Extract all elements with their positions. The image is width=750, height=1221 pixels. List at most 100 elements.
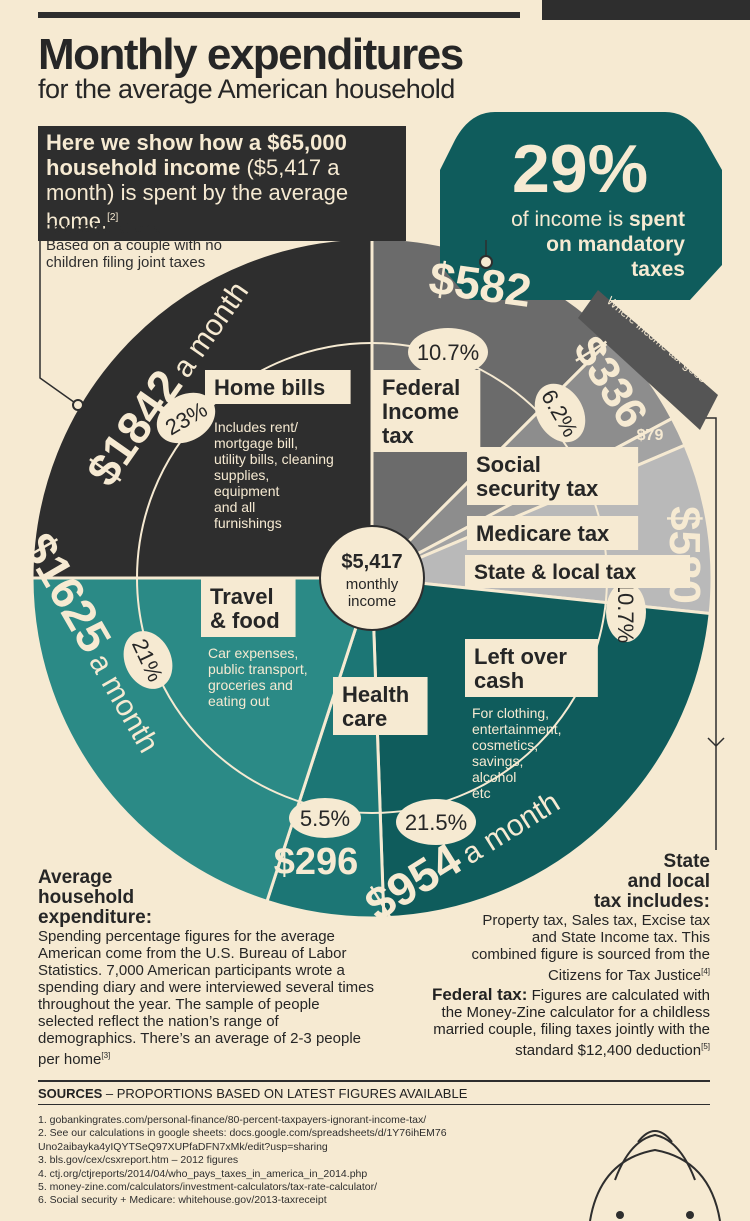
slice-percent-ellipse [289,798,361,838]
federal-tax-block: Federal tax: Figures are calculated with… [418,986,710,1059]
tax-calculations-note: Tax calculations: Based on a couple with… [46,220,226,271]
slice-percent-bubble: 10.7% [408,328,488,376]
slice-percent-bubble: 21% [123,631,173,689]
mandatory-line3: taxes [631,258,685,281]
avg-title-2: household [38,887,135,908]
left-over-label-desc: etc [472,785,491,801]
slice-percent-bubble: 21.5% [396,799,476,845]
sources-list: 1. gobankingrates.com/personal-finance/8… [38,1114,518,1208]
travel-food-label-desc: groceries and [208,677,293,693]
source-item[interactable]: 5. money-zine.com/calculators/investment… [38,1181,378,1194]
source-item[interactable]: Uno2aibayka4yIQYTSeQ97XUPfaDFN7xMk/edit?… [38,1140,328,1153]
intro-box: Here we show how a $65,000 household inc… [38,126,406,242]
home-bills-label-desc: furnishings [214,515,282,531]
tax-calc-body: Based on a couple with no children filin… [46,237,222,271]
shopping-bag-icon [589,1130,721,1221]
avg-title-1: Average [38,867,113,888]
left-over-label-desc: savings, [472,753,523,769]
travel-food-label-desc: public transport, [208,661,308,677]
source-item[interactable]: 1. gobankingrates.com/personal-finance/8… [38,1114,427,1126]
federal-tax-label-text: Income [382,399,459,424]
source-item[interactable]: 4. ctj.org/ctjreports/2014/04/who_pays_t… [38,1167,368,1180]
medicare-label-box [467,516,639,550]
sources-rule-2 [38,1104,710,1105]
fed-ref: [5] [701,1042,710,1051]
page-title: Monthly expenditures [38,30,464,79]
home-bills-label-desc: mortgage bill, [214,435,298,451]
home-bills-label-desc: supplies, [214,467,269,483]
slice-percent-ellipse [534,383,586,443]
state-title-2: and local [627,871,710,892]
home-bills-label-box [205,370,351,404]
center-circle [319,525,425,631]
social-security-label-box [467,447,639,505]
intro-bold: Here we show how a $65,000 household inc… [46,130,347,180]
center-value: $5,417 [341,551,402,573]
health-care-label-text: Health [342,682,409,707]
state-local-label-box [465,555,691,588]
state-title-3: tax includes: [593,891,710,912]
slice-percent-bubble: 23% [156,392,216,444]
left-over-label-desc: For clothing, [472,705,549,721]
center-label-monthly: monthly [346,576,399,593]
slice-percent-ellipse [123,631,173,689]
home-bills-label-desc: utility bills, cleaning [214,451,334,467]
top-rule [38,12,520,18]
social-security-label-text: Social [476,452,541,477]
state-local-label-text: State & local tax [474,561,637,584]
travel-food-label-desc: eating out [208,693,270,709]
left-over-label-box [465,639,598,697]
slice-percent-ellipse [396,799,476,845]
home-bills-label-desc: Includes rent/ [214,419,298,435]
slice-percent-label: 10.7% [613,581,638,643]
state-title-1: State [663,851,710,872]
left-over-label-desc: cosmetics, [472,737,538,753]
state-local-label: State & local tax [465,555,691,588]
avg-body: Spending percentage figures for the aver… [38,928,375,1068]
slice-percent-ellipse [156,392,216,444]
state-body: Property tax, Sales tax, Excise tax and … [471,912,710,984]
left-over-label-desc: entertainment, [472,721,562,737]
source-item[interactable]: 2. See our calculations in google sheets… [38,1127,447,1140]
federal-tax-label-box [373,370,481,452]
home-bills-label-desc: equipment [214,483,279,499]
intro-rest: ($5,417 a month) is spent by the average… [46,155,349,234]
connector-dot-left [72,399,84,411]
mandatory-percent: 29% [512,131,648,207]
tax-calc-title: Tax calculations: [46,220,167,237]
mandatory-tax-hexagon: 29% of income is spent on mandatory taxe… [440,112,722,300]
medicare-label: Medicare tax [467,516,639,550]
health-care-label-box [333,677,428,735]
health-care-label-text: care [342,706,387,731]
sources-rule [38,1080,710,1082]
left-over-label-text: cash [474,668,524,693]
mandatory-line2: on mandatory [546,233,685,256]
page-subtitle: for the average American household [38,74,455,104]
connector-dot-top [479,255,493,269]
slice-percent-label: 10.7% [417,340,479,365]
federal-tax-label-text: tax [382,423,415,448]
source-item[interactable]: 3. bls.gov/cex/csxreport.htm – 2012 figu… [38,1154,239,1167]
top-tab [542,0,750,20]
fed-body: Figures are calculated with the Money-Zi… [433,987,710,1059]
slice-amount: $296 [274,841,359,883]
travel-food-label-text: Travel [210,584,274,609]
left-over-label-text: Left over [474,644,567,669]
tax-note-connector [39,190,79,406]
source-item[interactable]: 6. Social security + Medicare: whitehous… [38,1194,327,1207]
mandatory-line1: of income is spent [511,208,685,231]
travel-food-label-box [201,579,296,637]
medicare-label-text: Medicare tax [476,521,610,546]
center-label-income: income [348,593,396,610]
fed-title: Federal tax: [431,985,528,1004]
slice-percent-bubble: 10.7% [606,581,646,643]
state-local-tax-block: State and local tax includes: Property t… [420,851,710,985]
travel-food-label-text: & food [210,608,280,633]
slice-percent-ellipse [606,582,646,642]
sources-heading: SOURCES – PROPORTIONS BASED ON LATEST FI… [38,1086,468,1101]
